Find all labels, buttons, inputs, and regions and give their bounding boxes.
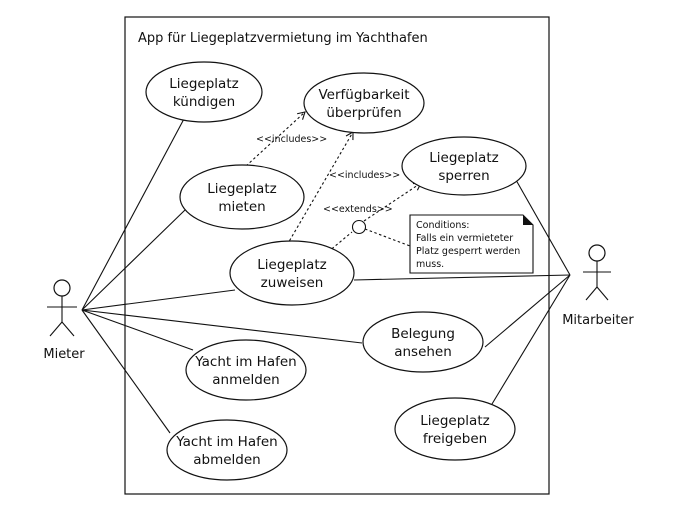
- use-case-yacht-anmelden: Yacht im Hafen anmelden: [185, 339, 307, 401]
- extends-arrow: [363, 182, 422, 222]
- use-case-label: überprüfen: [326, 105, 401, 121]
- includes-label-2: <<includes>>: [329, 170, 400, 181]
- actor-label: Mieter: [43, 347, 85, 362]
- extends-label: <<extends>>: [323, 204, 393, 215]
- use-case-label: Belegung: [391, 326, 455, 342]
- use-case-belegung-ansehen: Belegung ansehen: [362, 311, 484, 373]
- use-case-label: Liegeplatz: [207, 181, 276, 197]
- includes-label-1: <<includes>>: [256, 134, 327, 145]
- note-line-2: Falls ein vermieteter: [416, 233, 513, 244]
- use-case-liegeplatz-kuendigen: Liegeplatz kündigen: [145, 61, 263, 123]
- note-line-1: Conditions:: [416, 220, 469, 231]
- use-case-label: mieten: [218, 199, 265, 215]
- note-line-3: Platz gesperrt werden: [416, 246, 520, 257]
- mitarbeiter-associations: [353, 179, 571, 405]
- use-case-label: Yacht im Hafen: [175, 434, 277, 450]
- system-title: App für Liegeplatzvermietung im Yachthaf…: [138, 31, 428, 46]
- use-case-label: Verfügbarkeit: [319, 87, 410, 103]
- use-case-verfuegbarkeit-ueberpruefen: Verfügbarkeit überprüfen: [303, 72, 425, 134]
- extension-point: [351, 219, 367, 235]
- use-case-label: abmelden: [193, 452, 260, 468]
- use-case-yacht-abmelden: Yacht im Hafen abmelden: [166, 419, 288, 481]
- condition-note: Conditions: Falls ein vermieteter Platz …: [409, 214, 534, 274]
- use-case-liegeplatz-mieten: Liegeplatz mieten: [179, 164, 305, 230]
- use-case-label: Yacht im Hafen: [194, 354, 296, 370]
- actor-mieter: Mieter: [43, 279, 85, 362]
- use-case-label: zuweisen: [261, 275, 324, 291]
- stick-figure-icon: [47, 279, 77, 337]
- use-case-label: freigeben: [423, 431, 487, 447]
- use-case-label: Liegeplatz: [257, 257, 326, 273]
- mieter-associations: [81, 116, 363, 434]
- use-case-label: anmelden: [212, 372, 279, 388]
- use-case-liegeplatz-sperren: Liegeplatz sperren: [401, 136, 527, 196]
- use-case-label: Liegeplatz: [420, 413, 489, 429]
- use-case-label: kündigen: [173, 94, 235, 110]
- includes-arrow-zuweisen: [286, 131, 354, 246]
- use-case-label: sperren: [438, 168, 489, 184]
- use-case-label: Liegeplatz: [169, 76, 238, 92]
- stick-figure-icon: [583, 244, 611, 301]
- use-case-label: ansehen: [394, 344, 452, 360]
- includes-arrow-mieten: [245, 111, 306, 167]
- use-case-label: Liegeplatz: [429, 150, 498, 166]
- actor-mitarbeiter: Mitarbeiter: [562, 244, 634, 328]
- note-line-4: muss.: [416, 259, 444, 270]
- note-anchor: [364, 228, 411, 247]
- use-case-liegeplatz-zuweisen: Liegeplatz zuweisen: [229, 240, 355, 306]
- use-case-liegeplatz-freigeben: Liegeplatz freigeben: [394, 397, 516, 461]
- system-boundary: [124, 16, 550, 495]
- actor-label: Mitarbeiter: [562, 313, 634, 328]
